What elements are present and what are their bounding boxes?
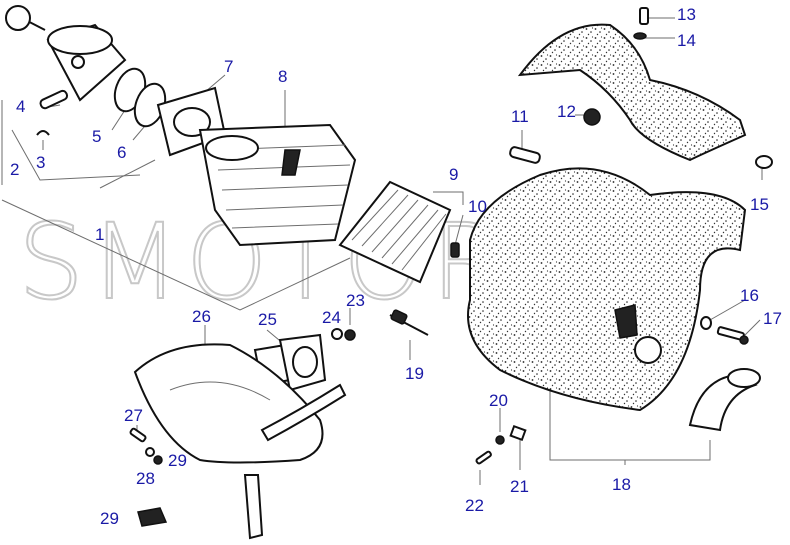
side-bolt-part [716,326,749,345]
small-screw-part [475,450,492,465]
callout-29-lower: 29 [100,509,119,528]
main-cowling-part [467,167,747,412]
callout-28: 28 [136,469,155,488]
leader-lines [1,17,763,485]
dowel-pin-part [509,146,541,164]
callout-14: 14 [677,31,696,50]
side-washer-part [700,316,712,330]
callout-labels: 1 2 3 4 5 6 7 8 9 10 11 12 13 14 15 16 1… [10,5,782,528]
callout-2: 2 [10,160,19,179]
callout-21: 21 [510,477,529,496]
square-nut-part [509,424,527,442]
callout-3: 3 [36,153,45,172]
callout-15: 15 [750,195,769,214]
callout-25: 25 [258,310,277,329]
callout-1: 1 [95,225,104,244]
top-washer-part [633,32,647,40]
callout-16: 16 [740,286,759,305]
elbow-duct-part [688,368,761,432]
callout-4: 4 [16,97,25,116]
piston-pin-part [39,89,69,110]
callout-7: 7 [224,57,233,76]
cylinder-head-part [338,180,452,284]
callout-19: 19 [405,364,424,383]
head-stud-part [450,242,460,258]
callout-29-upper: 29 [168,451,187,470]
callout-8: 8 [278,67,287,86]
callout-27: 27 [124,406,143,425]
callout-5: 5 [92,127,101,146]
callout-26: 26 [192,307,211,326]
small-washer-part [495,435,505,445]
callout-11: 11 [511,107,529,126]
callout-6: 6 [117,143,126,162]
callout-23: 23 [346,291,365,310]
upper-shroud-part [517,23,747,162]
callout-10: 10 [468,197,487,216]
piston-part [5,5,127,102]
callout-12: 12 [557,102,576,121]
callout-9: 9 [449,165,458,184]
piston-rings-part [113,67,167,128]
spark-plug-part [389,309,429,336]
cylinder-part [198,123,357,247]
muffler-bracket-part [137,507,168,527]
circlip-part [36,130,50,136]
muffler-part [133,343,347,540]
exhaust-nut-part [331,328,356,341]
muffler-washers-part [145,447,163,465]
callout-22: 22 [465,496,484,515]
callout-24: 24 [322,308,341,327]
nut-part [583,108,601,126]
callout-20: 20 [489,391,508,410]
muffler-bolt-part [129,427,147,443]
callout-18: 18 [612,475,631,494]
callout-17: 17 [763,309,782,328]
top-bolt-part [639,7,649,25]
callout-13: 13 [677,5,696,24]
grommet-part [755,155,773,169]
